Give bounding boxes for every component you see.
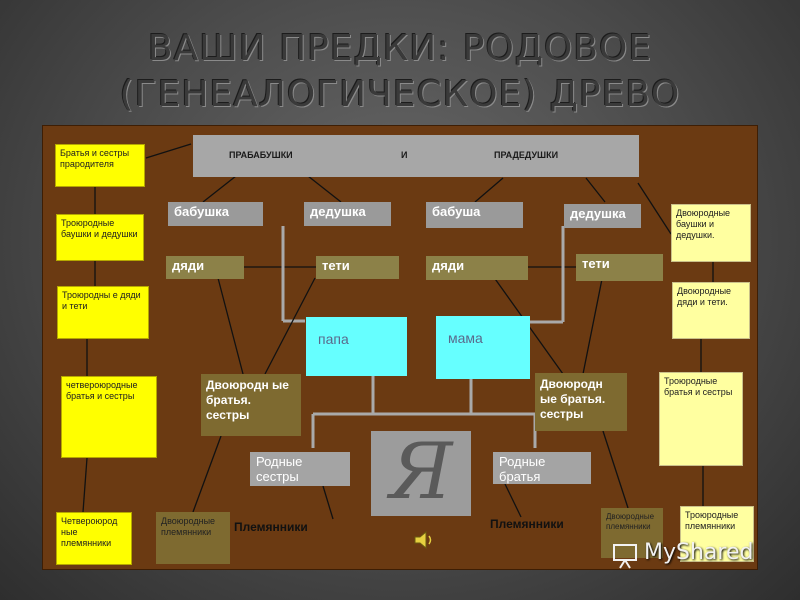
- left-cousin-nephews-box: Двоюродные племянники: [156, 512, 230, 564]
- right-cousins-box: Двоюродн ые братья. сестры: [535, 373, 627, 431]
- left-box-siblings-of-ancestor: Братья и сестры прародителя: [55, 144, 145, 187]
- left-box-second-cousin-uncles: Троюродны е дяди и тети: [57, 286, 149, 339]
- right-aunts-label: тети: [576, 254, 663, 281]
- left-box-second-cousin-grandparents: Троюродные баушки и дедушки: [56, 214, 144, 261]
- left-uncles-label: дяди: [166, 256, 244, 279]
- brothers-box: Родные братья: [493, 452, 591, 484]
- father-box: папа: [306, 317, 407, 376]
- right-grandpa-label: дедушка: [564, 204, 641, 228]
- left-box-third-cousins: четвероюродные братья и сестры: [61, 376, 157, 458]
- right-box-second-cousins: Троюродные братья и сестры: [659, 372, 743, 466]
- left-grandma-label: бабушка: [168, 202, 263, 226]
- left-aunts-label: тети: [316, 256, 399, 279]
- speaker-icon[interactable]: [413, 530, 435, 550]
- great-grandfathers-label: ПРАДЕДУШКИ: [494, 150, 559, 160]
- left-grandpa-label: дедушка: [304, 202, 391, 226]
- presentation-icon: [613, 544, 637, 569]
- left-box-third-cousin-nephews: Четвероюрод ные племянники: [56, 512, 132, 565]
- right-cousin-nephews-box: Двоюродные племянники: [601, 508, 663, 558]
- right-nephews-label: Племянники: [490, 517, 564, 531]
- mother-box: мама: [436, 316, 530, 379]
- watermark-logo: MyShared: [644, 540, 754, 565]
- self-letter: Я: [389, 427, 453, 517]
- slide-title-line2: (ГЕНЕАЛОГИЧЕСКОЕ) ДРЕВО: [119, 74, 681, 115]
- self-letter-box: Я: [371, 427, 471, 517]
- right-box-cousin-uncles: Двоюродные дяди и тети.: [672, 282, 750, 339]
- family-tree-panel: ПРАБАБУШКИ И ПРАДЕДУШКИ Братья и сестры …: [42, 125, 758, 570]
- left-cousins-box: Двоюродн ые братья. сестры: [201, 374, 301, 436]
- left-nephews-label: Племянники: [234, 520, 308, 534]
- right-uncles-label: дяди: [426, 256, 528, 280]
- and-label: И: [401, 150, 408, 160]
- right-grandma-label: бабуша: [426, 202, 523, 228]
- sisters-box: Родные сестры: [250, 452, 350, 486]
- great-grandmothers-label: ПРАБАБУШКИ: [229, 150, 293, 160]
- connector-lines: [82, 143, 714, 520]
- great-grandparents-bar: ПРАБАБУШКИ И ПРАДЕДУШКИ: [193, 135, 639, 177]
- right-box-cousin-grandparents: Двоюродные баушки и дедушки.: [671, 204, 751, 262]
- slide-title-line1: ВАШИ ПРЕДКИ: РОДОВОЕ: [147, 28, 653, 69]
- right-box-second-cousin-nephews: Троюродные племянники: [680, 506, 754, 562]
